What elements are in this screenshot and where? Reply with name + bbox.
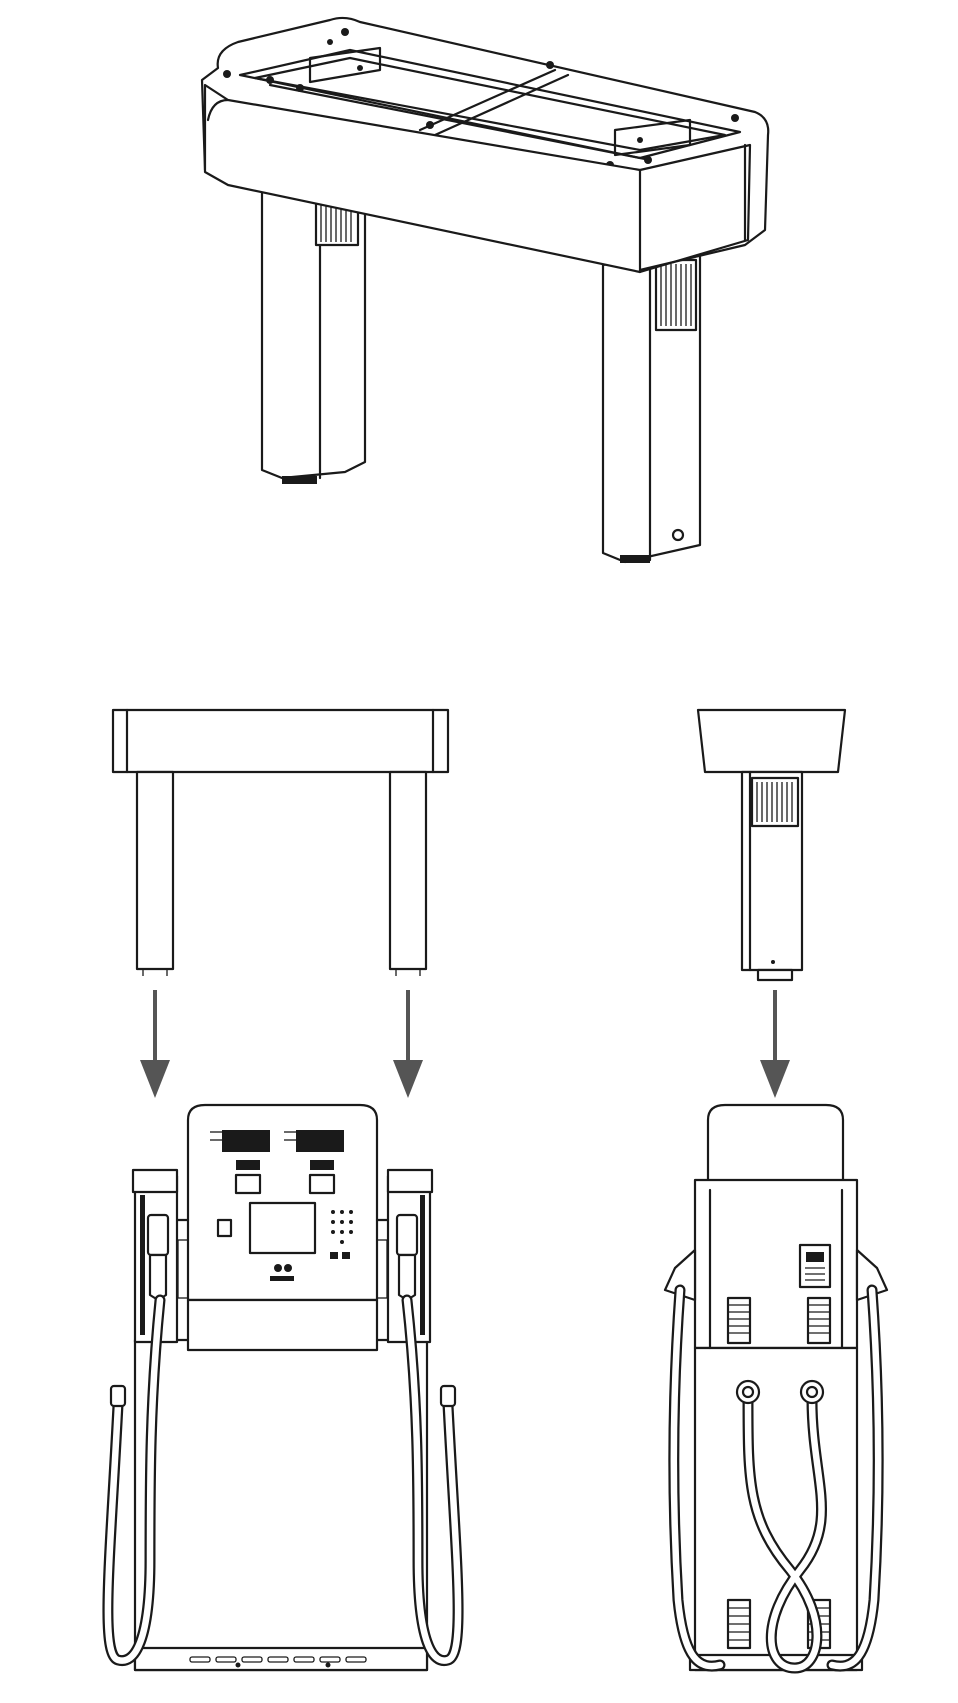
- canopy-side-view: [696, 708, 847, 982]
- arrow-center: [393, 990, 423, 1098]
- dispenser-rear: [663, 1103, 889, 1674]
- nozzle-buttons: [270, 1264, 294, 1281]
- info-label: [798, 1243, 832, 1289]
- arrow-right: [760, 990, 790, 1098]
- price-display-right: [284, 1130, 344, 1195]
- canopy-frame-isometric: [200, 16, 770, 564]
- rear-vents-upper: [726, 1296, 832, 1345]
- side-view-vents: [750, 776, 800, 828]
- dispenser-front: [102, 1103, 464, 1672]
- card-slot: [216, 1218, 233, 1238]
- price-display-left: [210, 1130, 270, 1195]
- keypad: [330, 1210, 353, 1259]
- front-nozzle-left: [146, 1213, 170, 1302]
- main-screen: [248, 1201, 317, 1255]
- front-nozzle-right: [395, 1213, 419, 1302]
- arrow-left: [140, 990, 170, 1098]
- canopy-front-view: [111, 708, 450, 976]
- right-leg-vents: [654, 258, 698, 332]
- base-slots: [189, 1656, 367, 1668]
